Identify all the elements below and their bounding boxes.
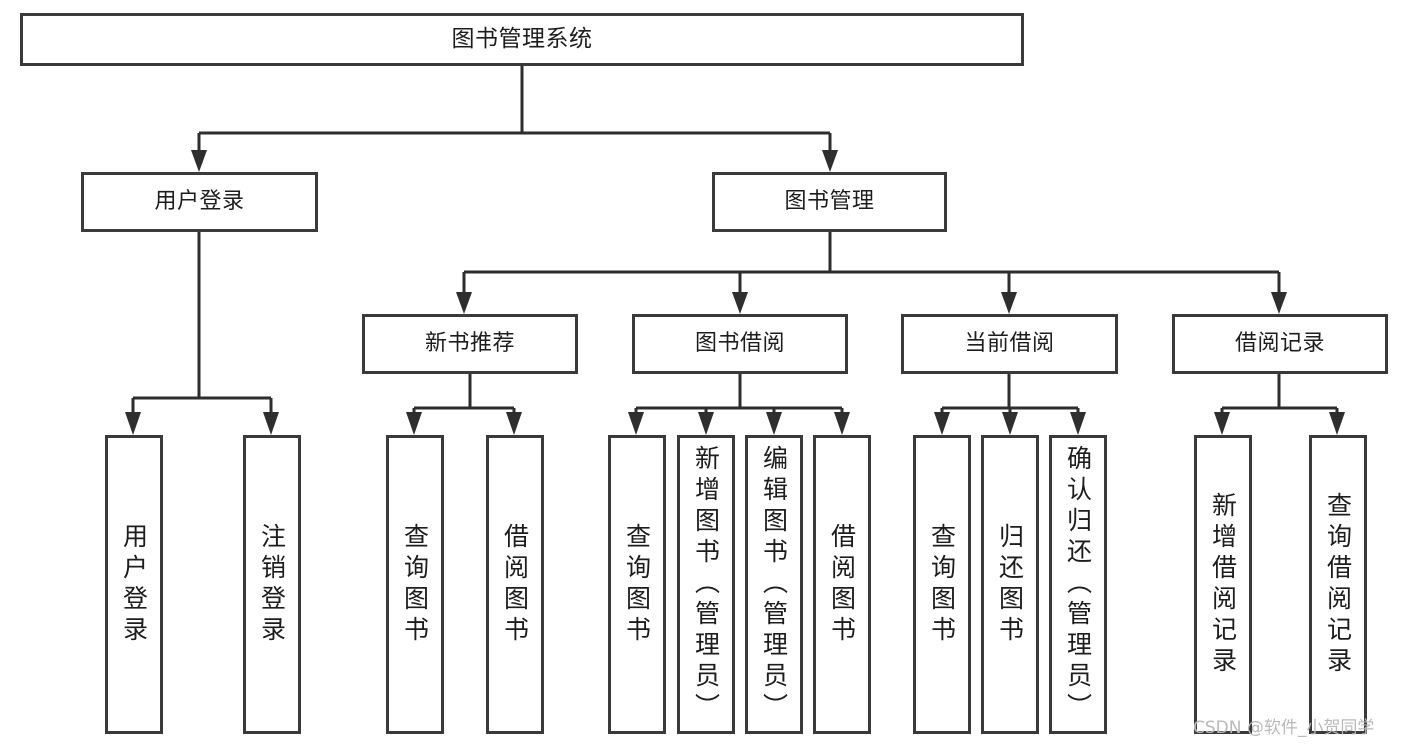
node-label: 借阅记录	[1234, 331, 1325, 357]
arrowhead-leaf-query-book-1	[406, 412, 422, 435]
node-label: 查询借阅记录	[1323, 491, 1353, 678]
node-leaf-borrow-book[interactable]: 借阅图书	[813, 435, 871, 734]
node-label: 图书管理	[784, 189, 875, 215]
arrowhead-book-borrow	[732, 292, 748, 314]
arrowhead-new-book	[456, 292, 472, 314]
arrowhead-leaf-borrow-book-2	[834, 412, 850, 435]
arrowhead-current-borrow	[1001, 292, 1017, 314]
node-leaf-query-book-current[interactable]: 查询图书	[913, 435, 971, 734]
arrowhead-leaf-add-book	[698, 412, 714, 435]
node-book-management[interactable]: 图书管理	[712, 172, 947, 232]
node-leaf-add-book-admin[interactable]: 新增图书（管理员）	[677, 435, 735, 734]
node-label: 编辑图书（管理员）	[759, 445, 789, 724]
arrowhead-leaf-logout	[263, 412, 279, 435]
arrowhead-borrow-record	[1271, 292, 1287, 314]
arrowhead-book-mgmt	[822, 150, 838, 172]
node-label: 图书借阅	[694, 331, 785, 357]
node-leaf-query-book-borrow[interactable]: 查询图书	[608, 435, 666, 734]
node-label: 当前借阅	[964, 331, 1055, 357]
node-label: 借阅图书	[500, 522, 530, 647]
node-leaf-add-borrow-record[interactable]: 新增借阅记录	[1194, 435, 1252, 734]
node-label: 注销登录	[257, 522, 287, 647]
node-current-borrow[interactable]: 当前借阅	[901, 314, 1118, 374]
arrowhead-leaf-query-book-2	[628, 412, 644, 435]
node-label: 图书管理系统	[451, 25, 593, 52]
node-label: 确认归还（管理员）	[1063, 445, 1093, 724]
node-label: 新增借阅记录	[1208, 491, 1238, 678]
node-borrow-record[interactable]: 借阅记录	[1172, 314, 1388, 374]
node-new-book-recommend[interactable]: 新书推荐	[362, 314, 578, 374]
arrowhead-leaf-edit-book	[766, 412, 782, 435]
node-label: 借阅图书	[827, 522, 857, 647]
node-label: 查询图书	[400, 522, 430, 647]
arrowhead-leaf-return-book	[1002, 412, 1018, 435]
node-book-borrow[interactable]: 图书借阅	[632, 314, 848, 374]
node-label: 查询图书	[927, 522, 957, 647]
arrowhead-leaf-confirm-return	[1070, 412, 1086, 435]
node-leaf-logout[interactable]: 注销登录	[243, 435, 301, 734]
node-leaf-return-book[interactable]: 归还图书	[981, 435, 1039, 734]
node-label: 用户登录	[154, 189, 245, 215]
node-leaf-confirm-return-admin[interactable]: 确认归还（管理员）	[1049, 435, 1107, 734]
arrowhead-leaf-user-login	[125, 412, 141, 435]
arrowhead-leaf-add-record	[1214, 412, 1230, 435]
node-label: 归还图书	[995, 522, 1025, 647]
arrowhead-user-login	[191, 150, 207, 172]
arrowhead-leaf-query-book-3	[934, 412, 950, 435]
arrowhead-leaf-borrow-book-1	[506, 412, 522, 435]
node-user-login[interactable]: 用户登录	[81, 172, 318, 232]
node-label: 新增图书（管理员）	[691, 445, 721, 724]
node-leaf-edit-book-admin[interactable]: 编辑图书（管理员）	[745, 435, 803, 734]
node-root-system[interactable]: 图书管理系统	[20, 13, 1024, 66]
node-label: 查询图书	[622, 522, 652, 647]
node-label: 新书推荐	[424, 331, 515, 357]
arrowhead-leaf-query-record	[1329, 412, 1345, 435]
node-leaf-user-login[interactable]: 用户登录	[105, 435, 163, 734]
node-leaf-borrow-book-recommend[interactable]: 借阅图书	[486, 435, 544, 734]
node-leaf-query-book-recommend[interactable]: 查询图书	[386, 435, 444, 734]
node-leaf-query-borrow-record[interactable]: 查询借阅记录	[1309, 435, 1367, 734]
node-label: 用户登录	[119, 522, 149, 647]
